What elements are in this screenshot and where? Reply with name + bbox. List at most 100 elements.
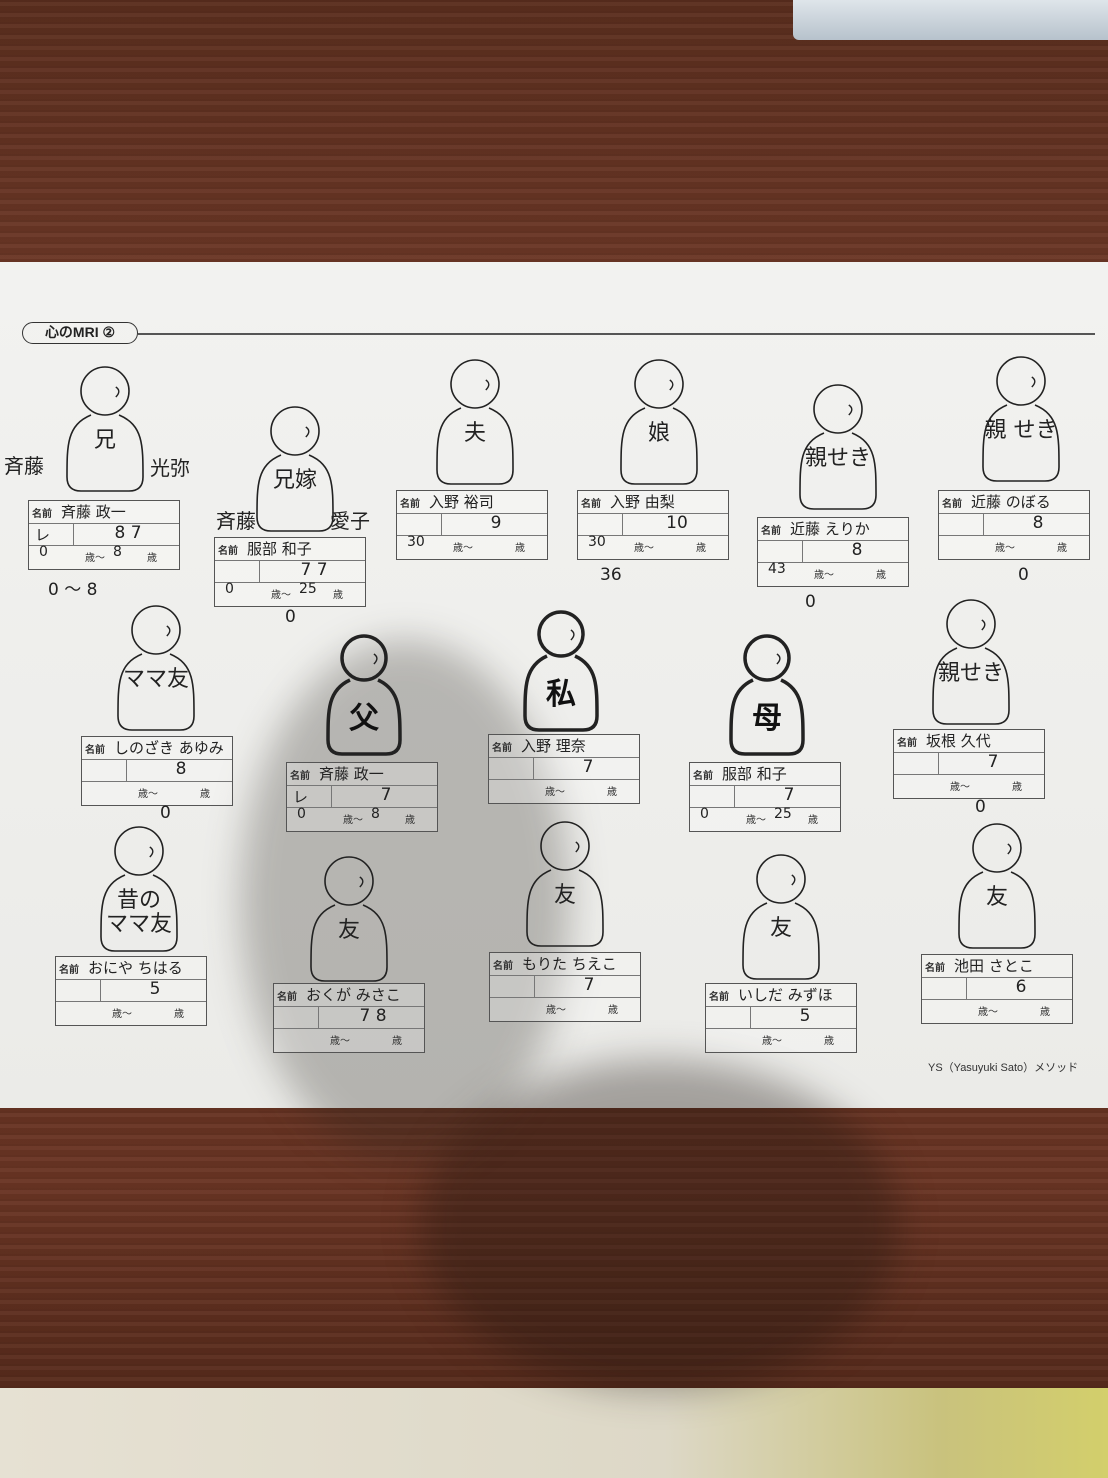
age-from-value: 0 — [700, 806, 709, 822]
figure-label: 親 せき — [984, 418, 1058, 443]
figure-label: 兄嫁 — [272, 468, 317, 493]
age-from-label: 歳〜 — [950, 782, 970, 793]
name-label: 名前 — [85, 745, 105, 756]
person-figure-icon — [310, 856, 388, 982]
below-note: 0 — [1018, 565, 1029, 585]
figure-relative-2: 親 せき — [980, 355, 1062, 483]
below-note: 36 — [600, 565, 622, 585]
figure-label: 親せき — [804, 446, 871, 471]
card-age-row — [758, 540, 908, 563]
name-value: おくが みさこ — [306, 986, 401, 1004]
age-value: 7 7 — [300, 560, 328, 580]
card-name-row: 名前おくが みさこ — [274, 984, 424, 1007]
figure-body — [958, 871, 1036, 949]
figure-head — [270, 406, 320, 456]
age-to-label: 歳 — [608, 1005, 618, 1016]
age-value: 8 — [851, 540, 863, 560]
card-age-row — [489, 757, 639, 780]
card-divider — [802, 540, 804, 562]
age-value: 6 — [1015, 977, 1027, 997]
figure-head — [537, 610, 585, 658]
figure-head — [743, 634, 791, 682]
person-figure-icon — [932, 599, 1010, 725]
footer-credit: YS（Yasuyuki Sato）メソッド — [928, 1062, 1079, 1074]
name-value: 斉藤 政一 — [319, 765, 384, 783]
age-value: 7 — [583, 975, 595, 995]
age-from-label: 歳〜 — [746, 815, 766, 826]
person-figure-icon — [620, 359, 698, 485]
figure-body — [310, 904, 388, 982]
age-value: 7 — [380, 785, 392, 805]
figure-head — [80, 366, 130, 416]
figure-head — [813, 384, 863, 434]
name-label: 名前 — [693, 771, 713, 782]
person-figure-icon — [117, 605, 195, 731]
below-note: 0 — [805, 592, 816, 612]
hand-shadow — [240, 640, 570, 1160]
age-value: 7 — [582, 757, 594, 777]
name-label: 名前 — [290, 771, 310, 782]
figure-body — [256, 454, 334, 532]
age-from-label: 歳〜 — [453, 543, 473, 554]
card-age-row — [397, 513, 547, 536]
age-value: 7 — [783, 785, 795, 805]
figure-head — [972, 823, 1022, 873]
name-value: 斉藤 政一 — [61, 503, 126, 521]
name-label: 名前 — [761, 526, 781, 537]
figure-daughter: 娘 — [618, 358, 700, 486]
floor-area — [0, 1388, 1108, 1478]
card-name-row: 名前もりた ちえこ — [490, 953, 640, 976]
card-divider — [938, 752, 940, 774]
age-to-value: 8 — [113, 544, 122, 560]
figure-old-mama-friend: 昔の ママ友 — [98, 825, 180, 953]
age-value: 8 7 — [114, 523, 142, 543]
age-from-value: 0 — [225, 581, 234, 597]
figure-head — [131, 605, 181, 655]
age-from-label: 歳〜 — [995, 543, 1015, 554]
person-figure-icon — [982, 356, 1060, 482]
figure-mama-friend: ママ友 — [115, 604, 197, 732]
figure-label: 私 — [546, 677, 576, 712]
phone-shadow — [420, 1060, 900, 1390]
figure-body — [982, 404, 1060, 482]
figure-head — [114, 826, 164, 876]
name-value: 入野 由梨 — [610, 493, 675, 511]
name-value: 入野 理奈 — [521, 737, 586, 755]
card-age-row — [215, 560, 365, 583]
figure-friend-4: 友 — [956, 822, 1038, 950]
figure-head — [996, 356, 1046, 406]
age-from-label: 歳〜 — [330, 1036, 350, 1047]
person-figure-icon — [523, 610, 599, 732]
age-to-label: 歳 — [808, 815, 818, 826]
card-age-row — [274, 1006, 424, 1029]
card-age-row — [82, 759, 232, 782]
sheet-title: 心のMRI ② — [22, 322, 138, 344]
age-to-label: 歳 — [1057, 543, 1067, 554]
card-age-row — [894, 752, 1044, 775]
figure-ear — [791, 874, 796, 886]
age-from-value: 30 — [407, 534, 425, 550]
card-name-row: 名前服部 和子 — [215, 538, 365, 561]
right-note: 愛子 — [330, 509, 370, 533]
person-figure-icon — [526, 821, 604, 947]
card-divider — [100, 979, 102, 1001]
age-to-label: 歳 — [174, 1009, 184, 1020]
age-from-label: 歳〜 — [978, 1007, 998, 1018]
card-divider — [534, 975, 536, 997]
card-age-row — [939, 513, 1089, 536]
figure-body — [326, 678, 402, 756]
figure-ear — [485, 379, 490, 391]
age-from-label: 歳〜 — [634, 543, 654, 554]
card-name-row: 名前入野 由梨 — [578, 491, 728, 514]
figure-body — [436, 407, 514, 485]
age-to-label: 歳 — [607, 787, 617, 798]
age-from-label: 歳〜 — [271, 590, 291, 601]
card-name-row: 名前近藤 えりか — [758, 518, 908, 541]
age-to-label: 歳 — [200, 789, 210, 800]
